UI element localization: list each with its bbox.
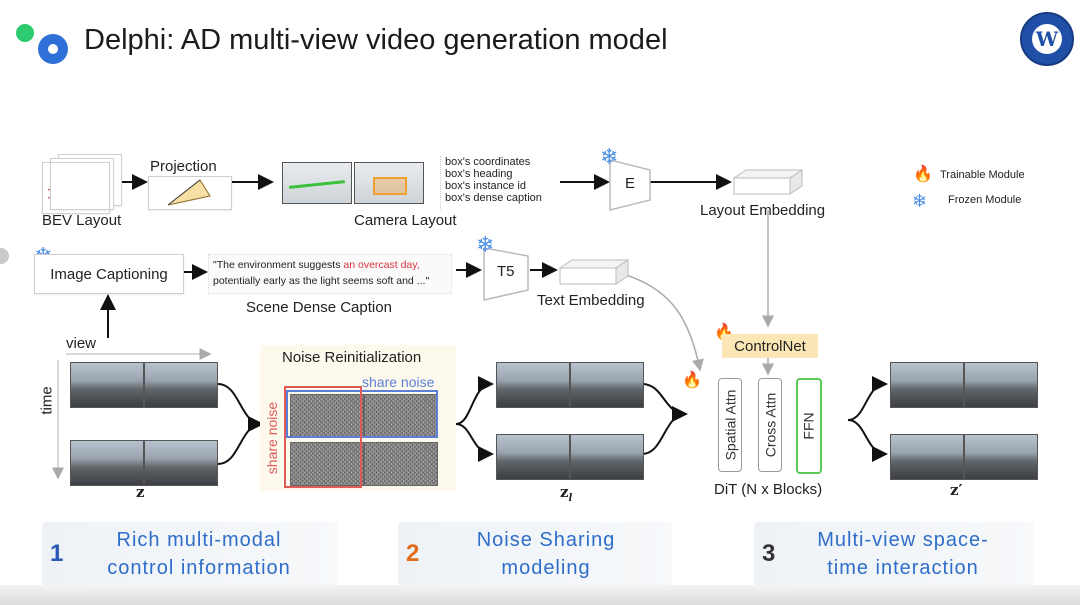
output-frame-t1-v2 bbox=[964, 362, 1038, 408]
card-2-number: 2 bbox=[406, 540, 420, 567]
spatial-attn-block: Spatial Attn bbox=[718, 378, 742, 472]
caption-highlight: an overcast day, bbox=[343, 259, 420, 271]
controlnet-box: ControlNet bbox=[722, 334, 818, 358]
spatial-attn-label: Spatial Attn bbox=[722, 389, 739, 461]
camera-layout-image-2 bbox=[354, 162, 424, 204]
output-frame-t2-v1 bbox=[890, 434, 964, 480]
cross-attn-label: Cross Attn bbox=[762, 392, 778, 458]
card-3-line1: Multi-view space- bbox=[817, 529, 989, 551]
card-1-number: 1 bbox=[50, 540, 64, 567]
scene-dense-caption-label: Scene Dense Caption bbox=[246, 299, 392, 316]
feature-card-2: 2 Noise Sharing modeling bbox=[398, 522, 672, 586]
encoder-label: E bbox=[625, 175, 636, 192]
bev-layout-image bbox=[42, 162, 110, 214]
card-3-number: 3 bbox=[762, 540, 776, 567]
caption-text-box: "The environment suggests an overcast da… bbox=[208, 254, 452, 294]
noise-reinit-label: Noise Reinitialization bbox=[282, 349, 422, 366]
box-attributes-list: box's coordinates box's heading box's in… bbox=[440, 156, 559, 210]
legend-trainable: Trainable Module bbox=[940, 169, 1025, 181]
output-frame-t1-v1 bbox=[890, 362, 964, 408]
box-attr-coordinates: box's coordinates bbox=[445, 156, 531, 168]
card-2-line2: modeling bbox=[501, 557, 591, 579]
ffn-label: FFN bbox=[801, 412, 817, 440]
side-handle bbox=[0, 248, 9, 264]
bev-layout-label: BEV Layout bbox=[42, 212, 122, 229]
noise-tile-2 bbox=[364, 394, 438, 438]
page-title: Delphi: AD multi-view video generation m… bbox=[84, 24, 668, 56]
output-frame-t2-v2 bbox=[964, 434, 1038, 480]
noise-tile-3 bbox=[290, 442, 364, 486]
t5-label: T5 bbox=[497, 263, 515, 280]
box-attr-heading: box's heading bbox=[445, 168, 513, 180]
flame-icon: 🔥 bbox=[682, 372, 702, 389]
input-frame-t1-v2 bbox=[144, 362, 218, 408]
ffn-block: FFN bbox=[796, 378, 822, 474]
controlnet-label: ControlNet bbox=[734, 337, 806, 355]
caption-text-start: "The environment suggests bbox=[213, 259, 344, 271]
z-prime-label: z′ bbox=[950, 481, 963, 499]
noise-tile-4 bbox=[364, 442, 438, 486]
input-frame-t1-v1 bbox=[70, 362, 144, 408]
image-captioning-label: Image Captioning bbox=[50, 265, 168, 283]
card-1-line1: Rich multi-modal bbox=[116, 529, 282, 551]
projection-frustum bbox=[148, 176, 232, 210]
box-attr-instance-id: box's instance id bbox=[445, 180, 526, 192]
image-captioning-box: Image Captioning bbox=[34, 254, 184, 294]
latent-frame-t1-v2 bbox=[570, 362, 644, 408]
bottom-edge bbox=[0, 585, 1080, 605]
flame-icon: 🔥 bbox=[913, 166, 933, 183]
decor-dot-green bbox=[16, 24, 34, 42]
snowflake-icon: ❄ bbox=[600, 144, 619, 169]
share-noise-row-highlight bbox=[286, 390, 438, 438]
caption-text-line2: potentially early as the light seems sof… bbox=[213, 275, 430, 287]
input-frame-t2-v1 bbox=[70, 440, 144, 486]
share-noise-vertical-label: share noise bbox=[264, 401, 281, 475]
share-noise-col-highlight bbox=[284, 386, 362, 488]
view-axis-label: view bbox=[66, 335, 97, 352]
z-l-label: zl bbox=[560, 483, 573, 504]
latent-frame-t1-v1 bbox=[496, 362, 570, 408]
camera-layout-label: Camera Layout bbox=[354, 212, 457, 229]
input-frame-t2-v2 bbox=[144, 440, 218, 486]
legend-frozen: Frozen Module bbox=[948, 194, 1022, 206]
time-axis-label: time bbox=[38, 386, 56, 415]
feature-card-1: 1 Rich multi-modal control information bbox=[42, 522, 338, 586]
card-1-line2: control information bbox=[107, 557, 291, 579]
box-attr-dense-caption: box's dense caption bbox=[445, 192, 542, 204]
feature-card-3: 3 Multi-view space- time interaction bbox=[754, 522, 1034, 586]
university-logo: W bbox=[1020, 12, 1074, 66]
noise-tile-1 bbox=[290, 394, 364, 438]
layout-embedding-label: Layout Embedding bbox=[700, 202, 826, 219]
share-noise-horizontal-label: share noise bbox=[362, 374, 435, 390]
projection-label: Projection bbox=[150, 158, 217, 175]
cross-attn-block: Cross Attn bbox=[758, 378, 782, 472]
snowflake-icon: ❄ bbox=[912, 191, 928, 211]
latent-frame-t2-v1 bbox=[496, 434, 570, 480]
title-bullet-icon bbox=[38, 34, 68, 64]
card-3-line2: time interaction bbox=[827, 557, 979, 579]
snowflake-icon: ❄ bbox=[476, 232, 495, 257]
camera-layout-image-1 bbox=[282, 162, 352, 204]
text-embedding-label: Text Embedding bbox=[537, 292, 645, 309]
bev-layout-middle bbox=[50, 158, 114, 210]
z-label: z bbox=[136, 483, 145, 501]
latent-frame-t2-v2 bbox=[570, 434, 644, 480]
card-2-line1: Noise Sharing bbox=[476, 529, 616, 551]
dit-label: DiT (N x Blocks) bbox=[714, 481, 823, 498]
